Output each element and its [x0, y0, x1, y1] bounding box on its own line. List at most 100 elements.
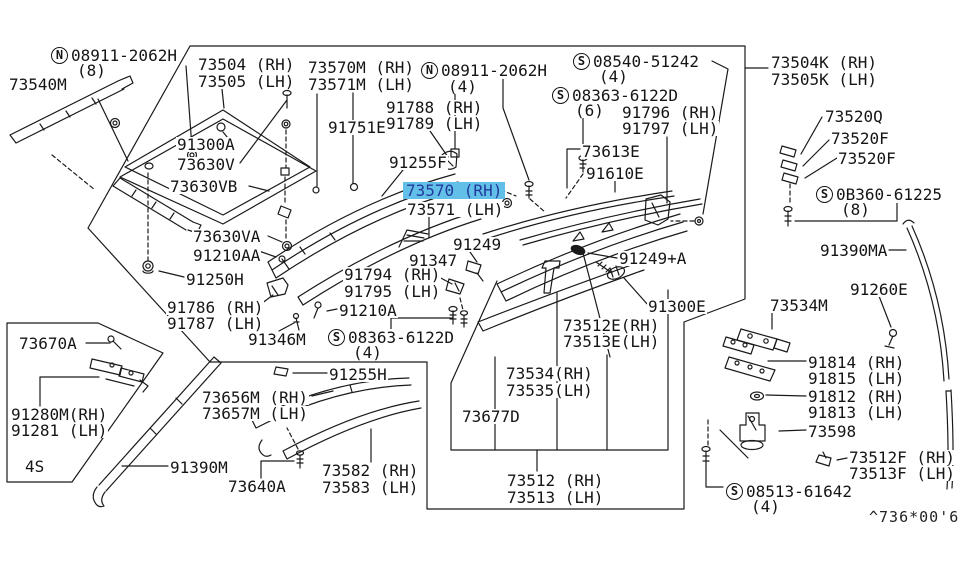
part-label[interactable]: 91300E [647, 299, 707, 315]
part-number-text: 91300A [177, 135, 235, 154]
part-number-text: 73535(LH) [506, 381, 593, 400]
part-number-text: 91787 (LH) [167, 314, 264, 333]
part-number-text: 73656M (RH) [202, 388, 308, 407]
part-label[interactable]: 73520F [837, 151, 897, 167]
part-label[interactable]: 73512 (RH) [506, 473, 605, 489]
part-number-text: 91390MA [820, 241, 888, 260]
part-number-text: 73534M [770, 296, 828, 315]
part-number-text: 91788 (RH) [386, 98, 483, 117]
part-number-text: 08911-2062H [71, 46, 177, 65]
part-number-text: 91795 (LH) [344, 282, 441, 301]
part-label[interactable]: 73598 [807, 424, 858, 440]
part-label[interactable]: 91751E [327, 120, 387, 136]
part-label[interactable]: 91255H [328, 367, 388, 383]
part-label[interactable]: 73657M (LH) [201, 406, 309, 422]
part-number-text: 91796 (RH) [622, 103, 719, 122]
part-label[interactable]: 91788 (RH) [385, 98, 484, 117]
part-label[interactable]: 91210A [338, 301, 398, 320]
part-label[interactable]: 91610E [585, 166, 645, 182]
part-label[interactable]: 91390MA [819, 241, 889, 260]
part-label[interactable]: 73613E [581, 144, 641, 160]
part-label: (4) [352, 345, 383, 361]
part-label[interactable]: 73513F (LH) [848, 466, 956, 482]
part-number-text: 91812 (RH) [808, 387, 905, 406]
part-label[interactable]: 91813 (LH) [807, 405, 906, 421]
part-number-text: 91347 [409, 251, 458, 270]
part-label[interactable]: 91249 [452, 237, 503, 253]
part-label[interactable]: 73505K (LH) [770, 72, 878, 88]
sunroof-lid-assembly [10, 76, 316, 233]
part-label[interactable]: 91260E [849, 280, 909, 299]
part-label[interactable]: 91281 (LH) [10, 423, 109, 439]
part-label[interactable]: 73512F (RH) [848, 450, 956, 466]
part-number-text: 73513E(LH) [563, 332, 660, 351]
part-label[interactable]: 91787 (LH) [166, 314, 265, 333]
part-label[interactable]: 91390M [169, 460, 229, 476]
part-label[interactable]: 73512E(RH) [562, 318, 661, 334]
part-label[interactable]: 73583 (LH) [321, 480, 420, 496]
part-label: (8) [840, 202, 871, 218]
part-label[interactable]: 91786 (RH) [166, 298, 265, 317]
part-label[interactable]: 73630V [176, 157, 236, 173]
part-number-text: 73505 (LH) [198, 72, 295, 91]
part-label[interactable]: 73670A [18, 336, 78, 352]
part-number-text: 91210A [339, 301, 397, 320]
part-label[interactable]: 91255F [388, 153, 448, 172]
part-number-text: 73640A [228, 477, 286, 496]
part-label[interactable]: 73535(LH) [505, 381, 594, 400]
circle-s-icon: S [726, 483, 743, 500]
part-label[interactable]: 73534(RH) [505, 366, 594, 382]
part-label[interactable]: 73504K (RH) [770, 55, 878, 71]
part-label[interactable]: 73630VB [169, 179, 239, 195]
part-label-highlighted[interactable]: 73570 (RH) [403, 181, 506, 200]
part-number-text: 91249+A [619, 249, 687, 268]
part-label[interactable]: 73571 (LH) [406, 202, 505, 218]
part-label[interactable]: 73513 (LH) [506, 490, 605, 506]
part-label[interactable]: 91815 (LH) [807, 371, 906, 387]
part-label[interactable]: 73571M (LH) [307, 77, 415, 93]
part-label[interactable]: 73570M (RH) [307, 60, 415, 76]
part-label[interactable]: 73630VA [192, 229, 262, 245]
part-label[interactable]: 73520Q [824, 109, 884, 125]
roof-rail-mouldings [268, 174, 702, 331]
part-label[interactable]: 73520F [830, 131, 890, 147]
part-label[interactable]: 73640A [227, 477, 287, 496]
part-label[interactable]: 73540M [8, 77, 68, 93]
part-number-text: 91786 (RH) [167, 298, 264, 317]
part-label[interactable]: 91280M(RH) [10, 407, 109, 423]
bottom-left-box [7, 323, 163, 482]
part-number-text: 73570 (RH) [406, 181, 503, 200]
part-label[interactable]: 73656M (RH) [201, 388, 309, 407]
part-label[interactable]: 91814 (RH) [807, 355, 906, 371]
part-label[interactable]: 73582 (RH) [321, 463, 420, 479]
part-label[interactable]: 91347 [408, 251, 459, 270]
part-label[interactable]: 91794 (RH) [343, 267, 442, 283]
part-label[interactable]: 91346M [247, 332, 307, 348]
part-label[interactable]: 91796 (RH) [621, 103, 720, 122]
latch-assembly [90, 336, 148, 392]
part-label[interactable]: 91250H [185, 272, 245, 288]
part-number-text: 91255F [389, 153, 447, 172]
part-label[interactable]: 91797 (LH) [621, 121, 720, 137]
part-label[interactable]: 91249+A [618, 249, 688, 268]
part-label[interactable]: 73513E(LH) [562, 332, 661, 351]
part-label[interactable]: 73504 (RH) [197, 57, 296, 73]
part-label[interactable]: 91210AA [192, 246, 262, 265]
part-number-text: 91260E [850, 280, 908, 299]
part-label[interactable]: 91795 (LH) [343, 282, 442, 301]
part-label[interactable]: 91300A [176, 135, 236, 154]
part-label[interactable]: 73534M [769, 296, 829, 315]
fasteners [111, 91, 704, 469]
part-label[interactable]: 91812 (RH) [807, 387, 906, 406]
part-label[interactable]: 73505 (LH) [197, 72, 296, 91]
part-number-text: 91210AA [193, 246, 261, 265]
part-label[interactable]: 73677D [461, 409, 521, 425]
part-label[interactable]: 91789 (LH) [385, 116, 484, 132]
